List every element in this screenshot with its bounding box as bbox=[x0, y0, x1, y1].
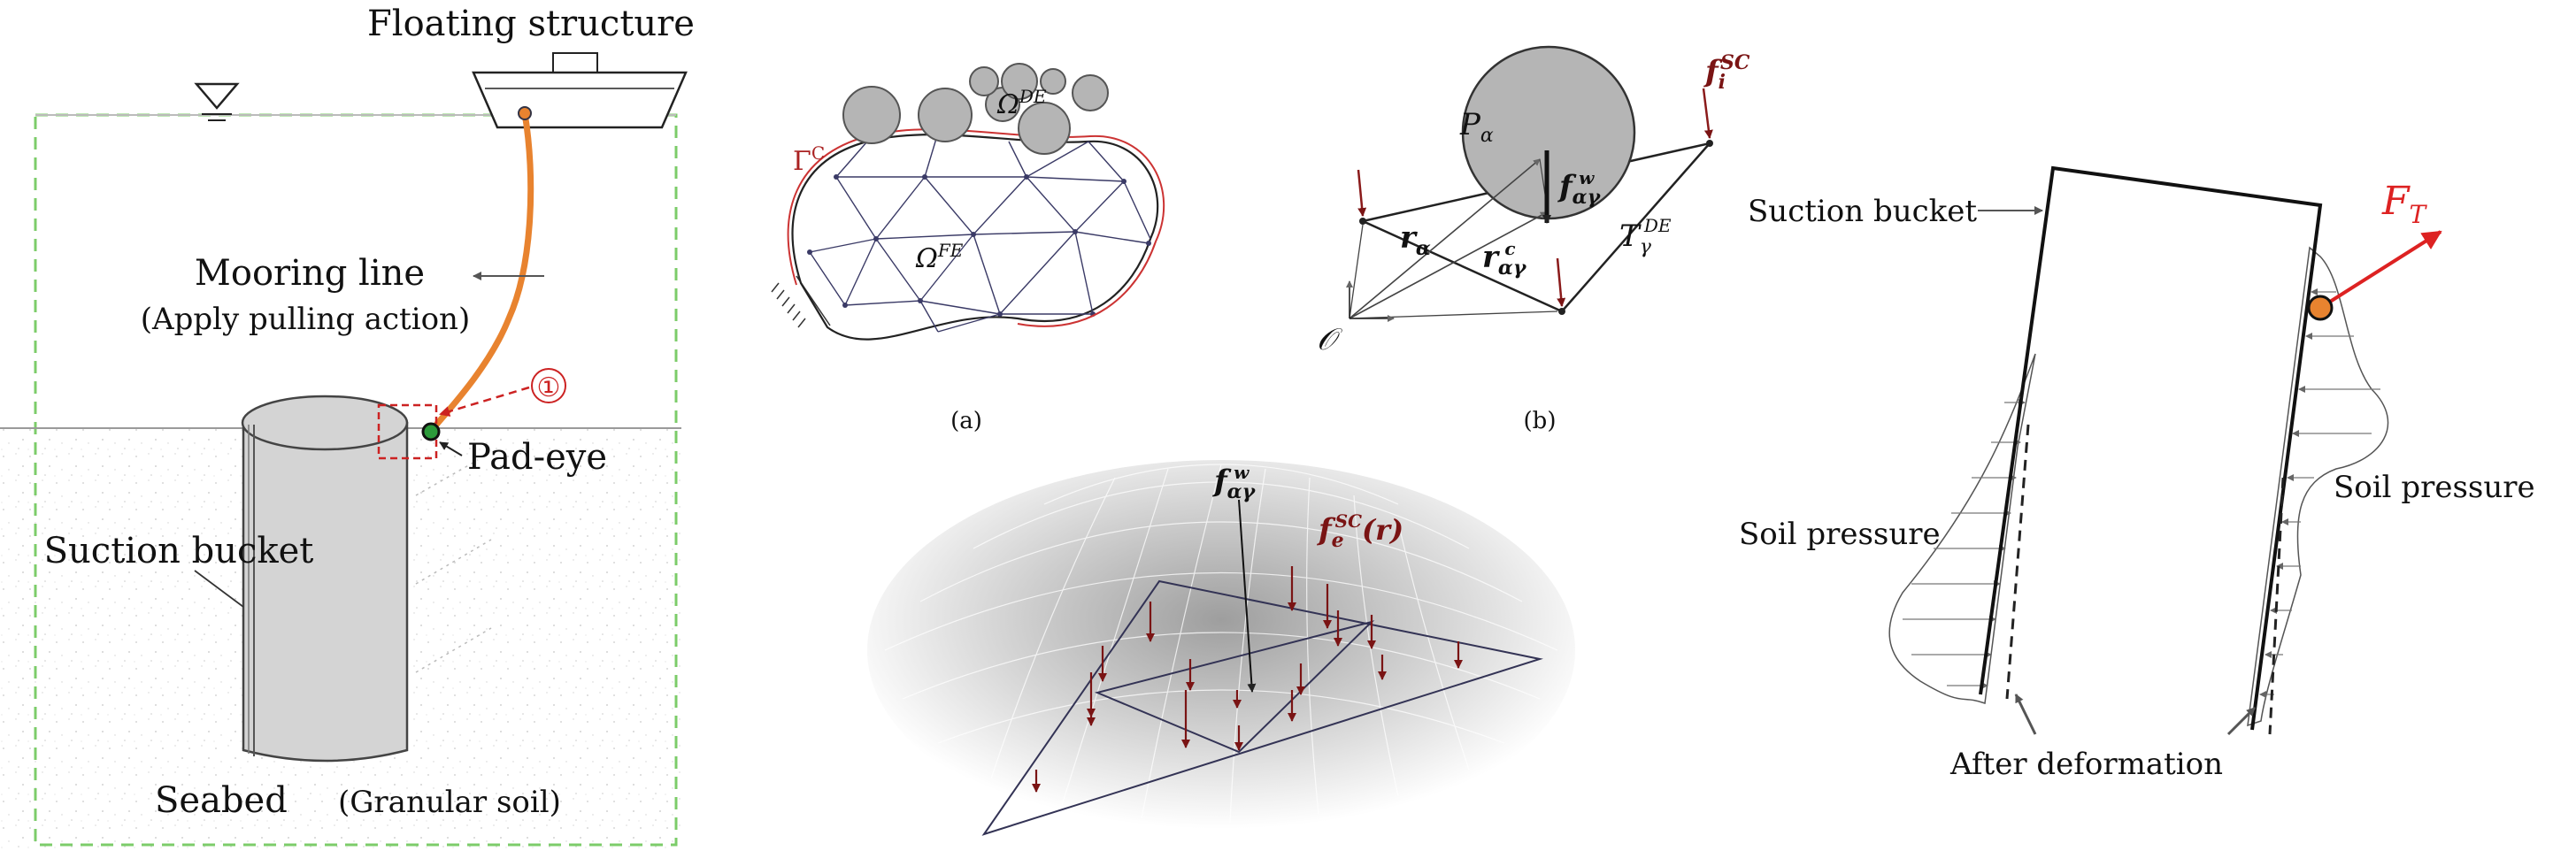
r-c-label: rαγc bbox=[1482, 238, 1527, 280]
triangle-node-2 bbox=[1706, 140, 1713, 147]
vector-node-1 bbox=[1349, 224, 1364, 319]
mooring-line bbox=[427, 110, 534, 434]
panel-c: fαγw feSC(r) bbox=[867, 460, 1575, 840]
fe-nodes bbox=[807, 174, 1151, 317]
f-w-label: fαγw bbox=[1557, 167, 1602, 209]
de-particles bbox=[842, 63, 1109, 155]
node-force-2 bbox=[1702, 88, 1713, 139]
seabed-label: Seabed bbox=[155, 780, 288, 821]
water-level-icon bbox=[194, 82, 240, 121]
omega-fe-label: ΩFE bbox=[915, 240, 964, 274]
sc-force-arrows bbox=[1032, 566, 1463, 793]
omega-de-label: ΩDE bbox=[996, 86, 1047, 120]
marker-one-label: ① bbox=[537, 372, 561, 403]
after-deformation-pointer-left bbox=[2014, 694, 2037, 735]
caption-a: (a) bbox=[950, 408, 982, 434]
vector-r-alpha bbox=[1349, 158, 1541, 319]
panel-right: FT Suction bucket Soil pressure Soil pre… bbox=[1739, 165, 2535, 782]
bucket-outline bbox=[1979, 165, 2323, 731]
origin-label: 𝒪 bbox=[1317, 322, 1342, 357]
suction-bucket-pointer bbox=[194, 570, 244, 608]
soil-pressure-right-arrows bbox=[2259, 288, 2380, 698]
pad-eye-label: Pad-eye bbox=[467, 437, 607, 478]
contact-boundary bbox=[787, 128, 1165, 327]
domain-frame bbox=[34, 113, 678, 847]
vector-r-c bbox=[1349, 211, 1548, 319]
node-force-1 bbox=[1357, 169, 1367, 217]
pad-eye-point bbox=[421, 422, 441, 441]
f-sc-e-label: feSC(r) bbox=[1317, 510, 1403, 552]
panel-a: ΩDE ΓC ΩFE (a) bbox=[771, 63, 1165, 434]
f-sc-label: fiSC bbox=[1703, 51, 1750, 94]
suction-bucket-body bbox=[241, 395, 492, 763]
soil-pressure-right-label: Soil pressure bbox=[2334, 470, 2535, 505]
triangle-node-1 bbox=[1359, 218, 1366, 225]
surface-triangles bbox=[981, 579, 1543, 836]
zoom-reference-arrow bbox=[439, 386, 530, 417]
p-alpha-label: Pα bbox=[1459, 107, 1494, 147]
deformed-left-wall bbox=[2005, 424, 2030, 700]
soil-pressure-right-envelope bbox=[2247, 246, 2389, 727]
pad-eye-right bbox=[2307, 295, 2334, 321]
origin-axes bbox=[1346, 280, 1395, 322]
soil-pressure-left-label: Soil pressure bbox=[1739, 517, 1941, 552]
floating-structure-icon bbox=[472, 52, 688, 129]
floating-structure-label: Floating structure bbox=[367, 4, 695, 44]
fe-mesh bbox=[791, 132, 1159, 341]
soil-pressure-left-envelope bbox=[1888, 353, 2036, 705]
suction-bucket-right-label: Suction bucket bbox=[1748, 194, 1977, 229]
t-de-label: TγDE bbox=[1619, 215, 1672, 258]
gamma-c-label: ΓC bbox=[793, 142, 825, 177]
apply-pulling-label: (Apply pulling action) bbox=[141, 302, 470, 337]
panel-left: Floating structure Mooring line (Apply p… bbox=[0, 4, 695, 849]
pulling-force-arrow bbox=[2318, 230, 2442, 310]
node-force-3 bbox=[1556, 257, 1566, 307]
deformed-right-wall bbox=[2268, 477, 2285, 735]
pad-eye-pointer bbox=[439, 441, 463, 456]
after-deformation-label: After deformation bbox=[1949, 747, 2223, 782]
marker-one-circle bbox=[531, 368, 566, 403]
suction-bucket-label: Suction bucket bbox=[44, 531, 314, 571]
panel-b: fiSC Pα fαγw rα TγDE rαγc 𝒪 (b) bbox=[1317, 45, 1750, 434]
fairlead-point bbox=[518, 106, 532, 120]
f-w-label-c: fαγw bbox=[1212, 462, 1257, 503]
r-alpha-label: rα bbox=[1400, 220, 1431, 260]
granular-soil-label: (Granular soil) bbox=[338, 785, 561, 820]
caption-b: (b) bbox=[1524, 408, 1557, 434]
vector-node-3 bbox=[1349, 310, 1558, 319]
contact-force-arrow-c bbox=[1238, 499, 1257, 693]
f-t-label: FT bbox=[2381, 179, 2428, 229]
mooring-line-label: Mooring line bbox=[195, 253, 425, 294]
shape-function-surface bbox=[867, 460, 1575, 840]
surface-grid bbox=[884, 464, 1558, 824]
after-deformation-pointer-right bbox=[2226, 706, 2257, 736]
triangle-node-3 bbox=[1558, 308, 1565, 315]
